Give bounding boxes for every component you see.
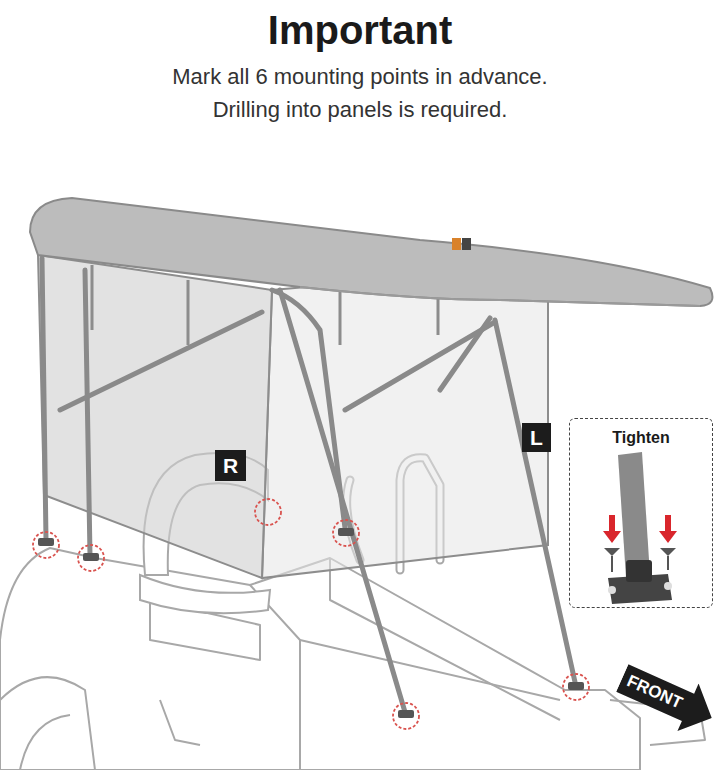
side-label-badge: L [522,423,551,452]
instruction-note: Mark all 6 mounting points in advance. D… [145,60,575,126]
side-letter: R [223,454,238,478]
title: Important [0,8,720,53]
inset-title: Tighten [612,429,669,447]
detail-inset: Tighten [569,418,713,608]
side-label-badge: R [215,450,246,481]
side-letter: L [530,426,543,450]
